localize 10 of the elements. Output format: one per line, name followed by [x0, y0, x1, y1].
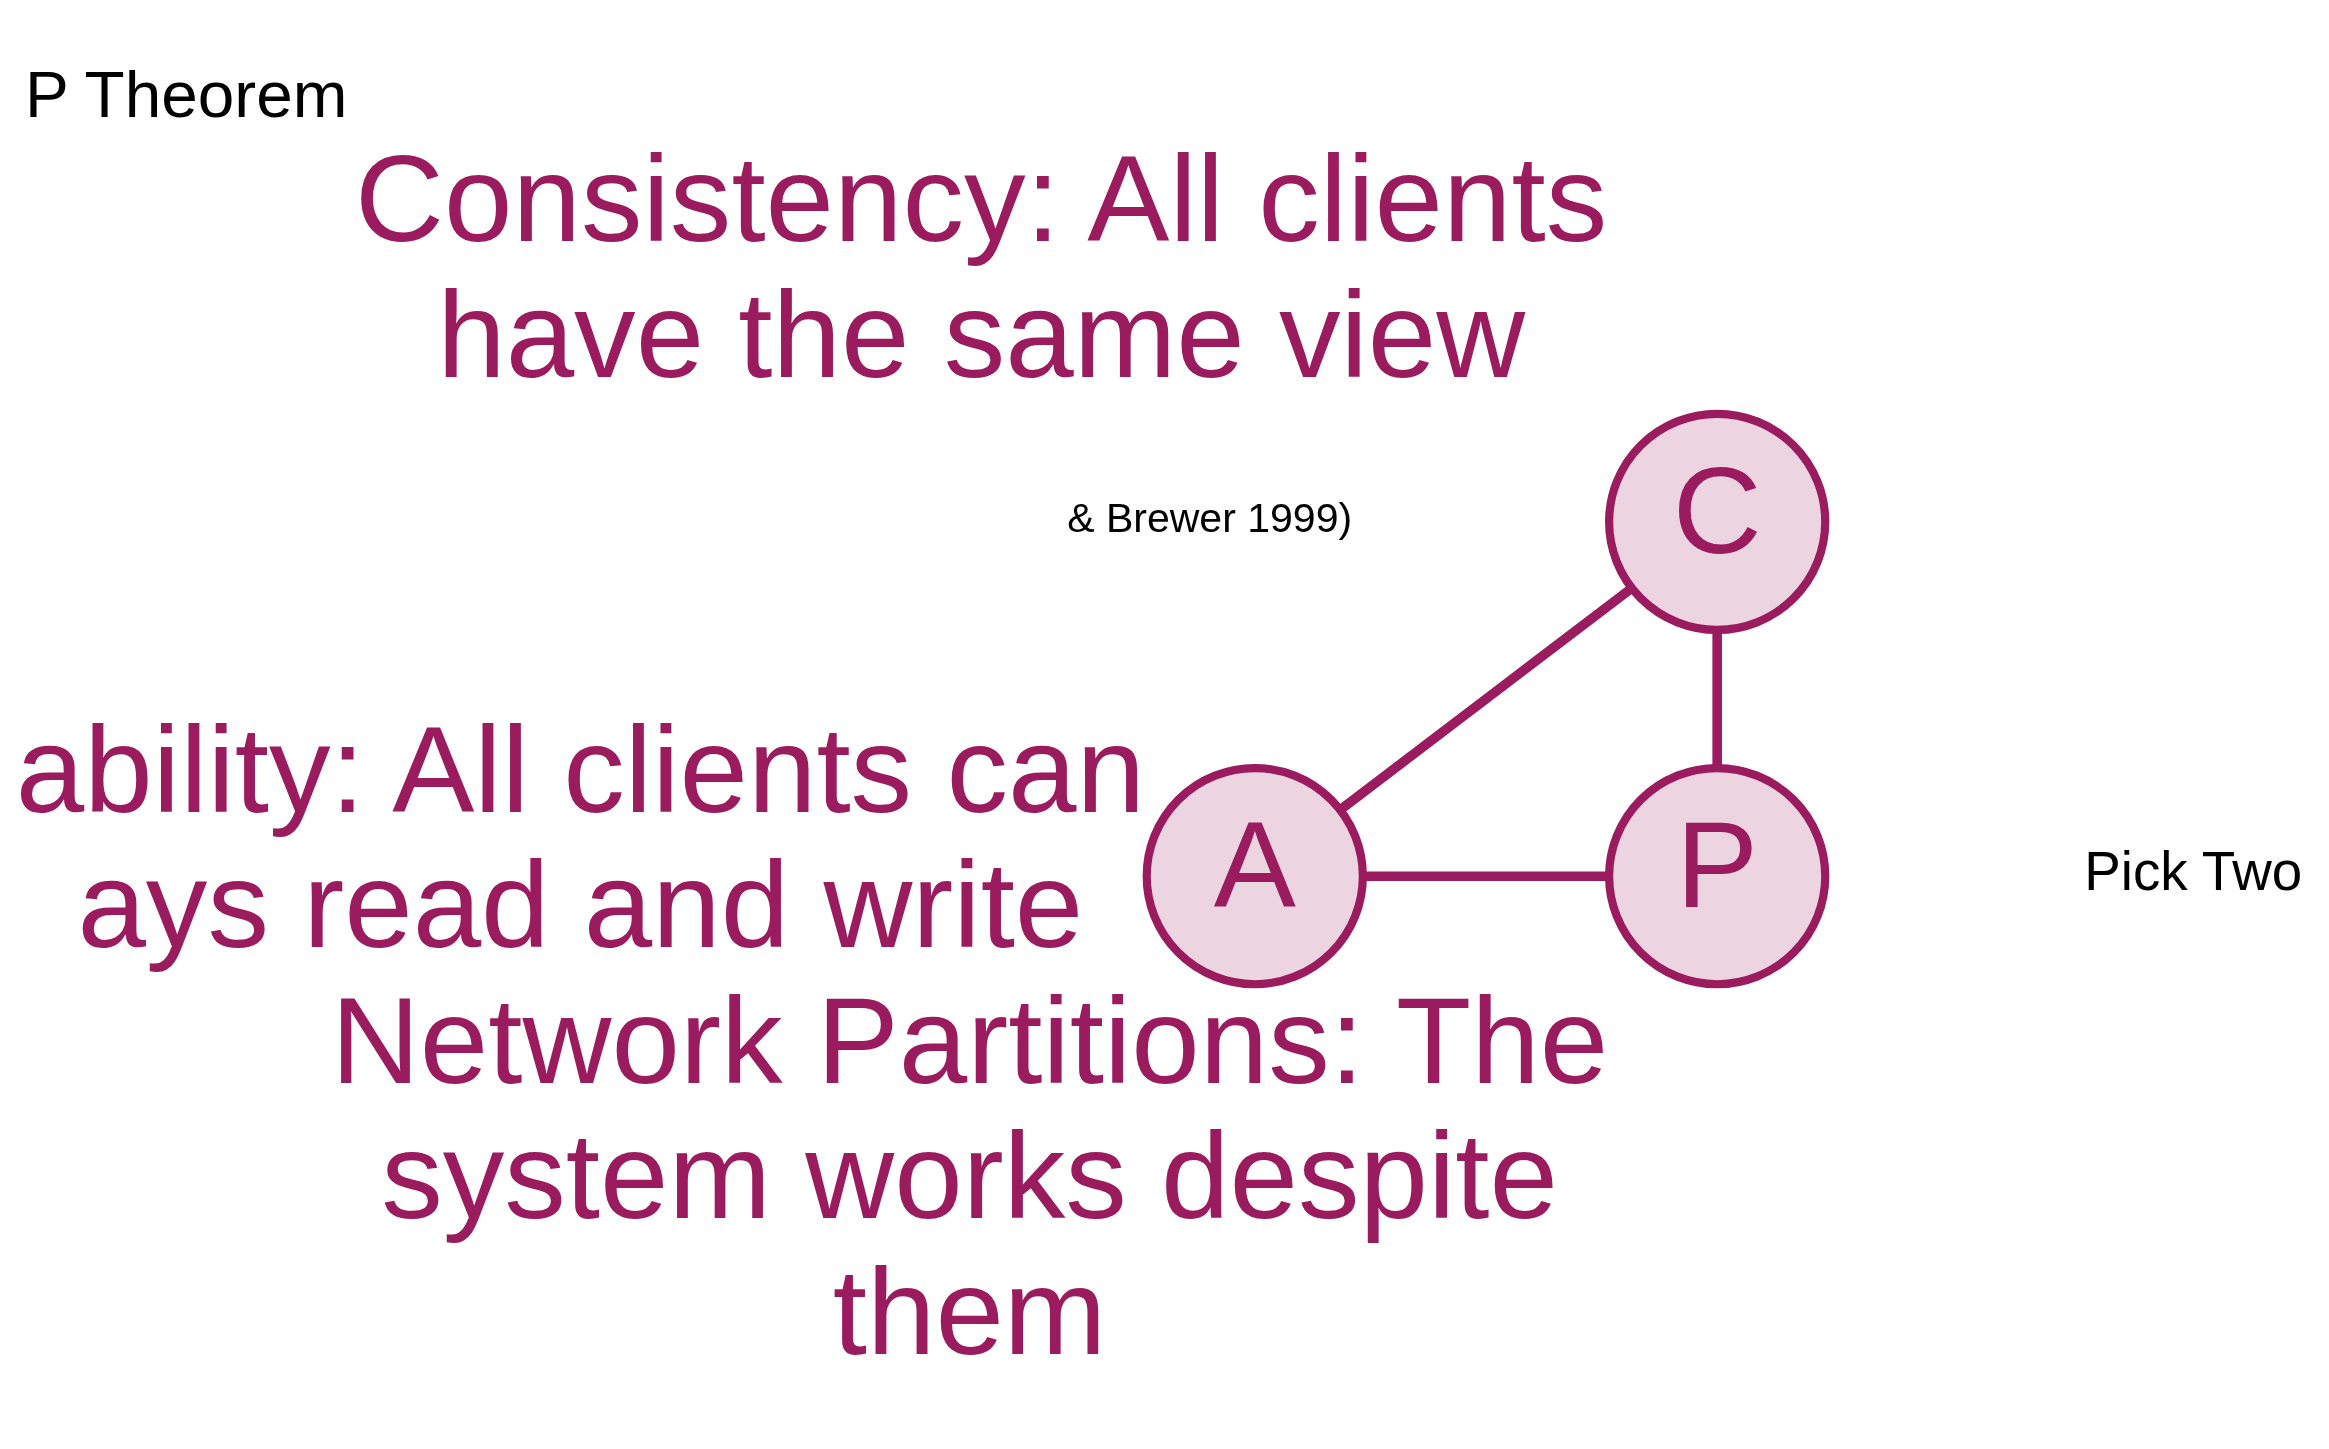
label: & Brewer 1999) — [1067, 494, 1353, 541]
label: Pick Two — [2084, 839, 2303, 902]
diagram-title: P Theorem — [24, 57, 348, 131]
connector — [1337, 584, 1635, 814]
node-circle: A — [1142, 763, 1367, 988]
node-label: Consistency: All clients have the same view — [355, 129, 1608, 403]
node-circle: P — [1605, 763, 1830, 988]
node-label: ability: All clients can ays read and write — [15, 700, 1145, 973]
node-circle: C — [1605, 409, 1830, 634]
connector — [1363, 870, 1609, 881]
